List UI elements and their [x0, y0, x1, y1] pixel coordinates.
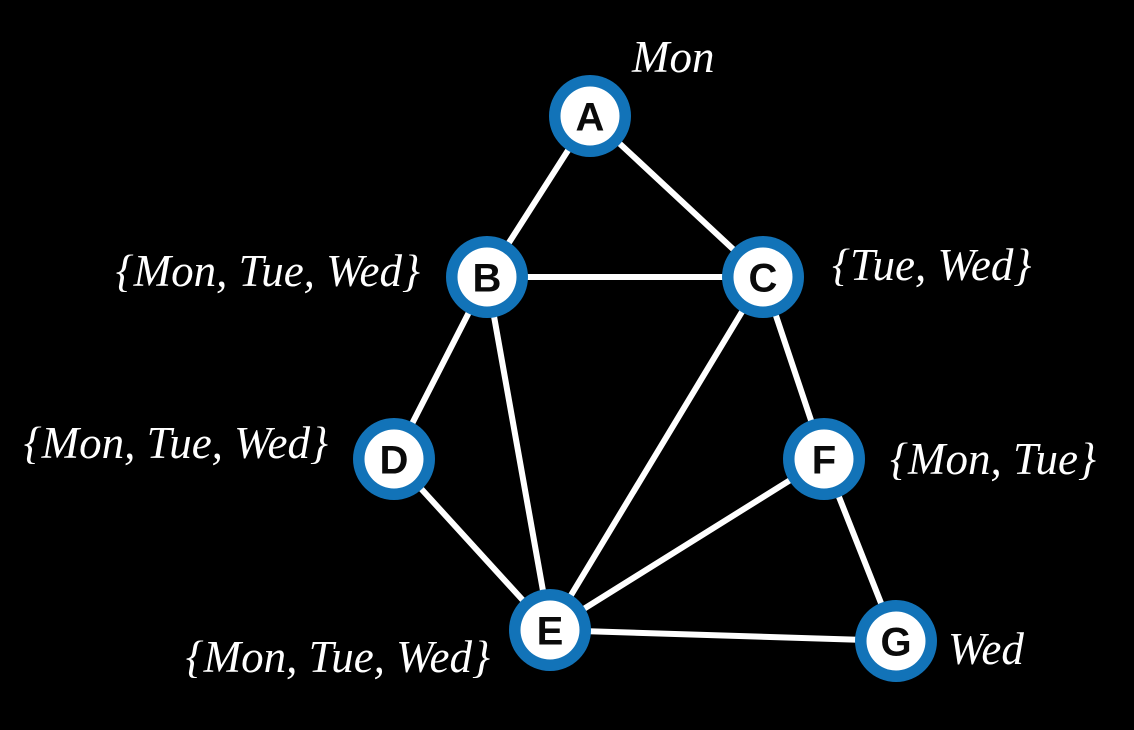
node-E-domain-label: {Mon, Tue, Wed} — [186, 632, 490, 682]
node-D-domain-label: {Mon, Tue, Wed} — [24, 418, 328, 468]
node-C-body — [733, 247, 793, 307]
node-D-body — [364, 429, 424, 489]
node-B: B — [446, 236, 528, 318]
node-F-letter: F — [812, 438, 836, 482]
node-C: C — [722, 236, 804, 318]
node-A-letter: A — [576, 95, 605, 139]
node-B-domain-label: {Mon, Tue, Wed} — [116, 246, 420, 296]
node-C-letter: C — [749, 256, 778, 300]
node-D-letter: D — [380, 438, 409, 482]
node-A-body — [560, 86, 620, 146]
node-G-domain-label: Wed — [948, 624, 1024, 674]
node-E-body — [520, 600, 580, 660]
node-B-letter: B — [473, 256, 502, 300]
node-F: F — [783, 418, 865, 500]
node-G-letter: G — [880, 620, 911, 664]
node-A: A — [549, 75, 631, 157]
node-E: E — [509, 589, 591, 671]
node-F-body — [794, 429, 854, 489]
node-F-domain-label: {Mon, Tue} — [890, 434, 1096, 484]
node-G-body — [866, 611, 926, 671]
edge-E-F — [547, 456, 827, 633]
node-D: D — [353, 418, 435, 500]
node-A-domain-label: Mon — [631, 32, 715, 82]
edge-E-G — [547, 627, 899, 644]
edge-C-E — [547, 274, 766, 633]
node-B-body — [457, 247, 517, 307]
node-E-letter: E — [537, 609, 564, 653]
edge-B-E — [484, 274, 553, 633]
node-C-domain-label: {Tue, Wed} — [832, 240, 1031, 290]
node-G: G — [855, 600, 937, 682]
